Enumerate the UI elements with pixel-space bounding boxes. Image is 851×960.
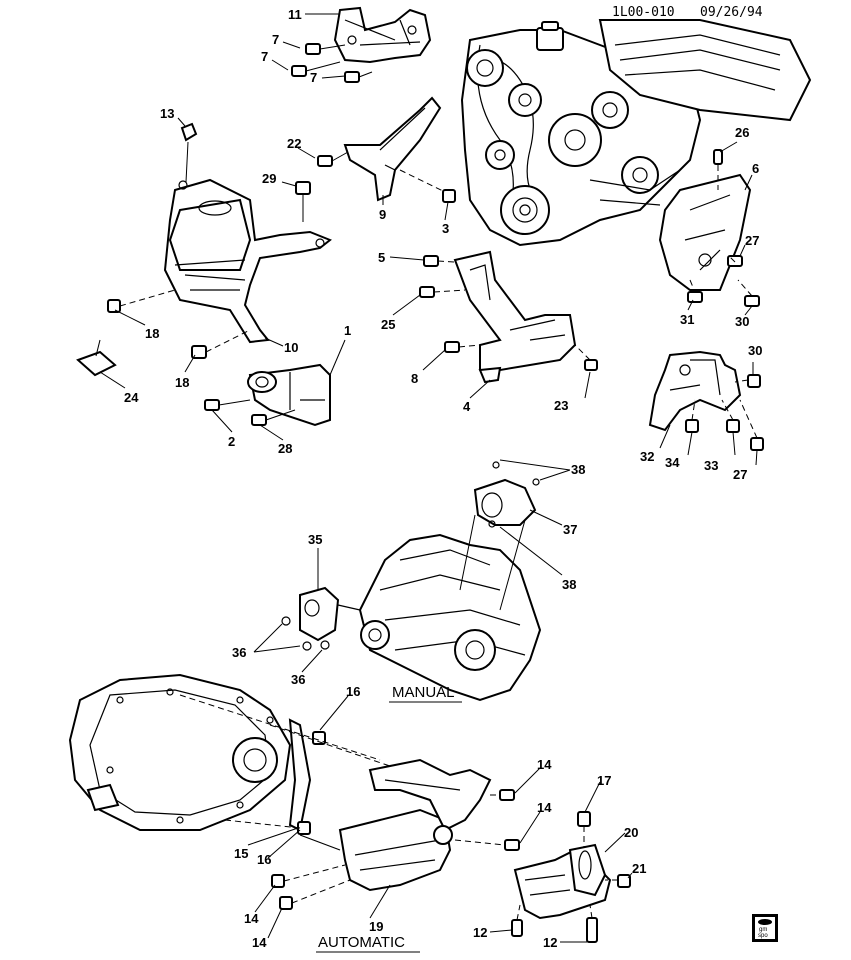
manual-transaxle-drawing — [281, 461, 542, 702]
callout-31: 31 — [680, 312, 694, 327]
leader-lines — [99, 13, 758, 943]
callout-14: 14 — [244, 911, 259, 926]
callout-34: 34 — [665, 455, 680, 470]
callout-18: 18 — [145, 326, 159, 341]
diagram-date: 09/26/94 — [700, 5, 763, 20]
mount-20-drawing — [511, 811, 631, 943]
bracket-32-drawing — [648, 350, 764, 451]
callout-25: 25 — [381, 317, 395, 332]
bracket-4-drawing — [419, 250, 598, 384]
callout-18: 18 — [175, 375, 189, 390]
callout-35: 35 — [308, 532, 322, 547]
callout-8: 8 — [411, 371, 418, 386]
callout-33: 33 — [704, 458, 718, 473]
callout-16: 16 — [346, 684, 360, 699]
callout-36: 36 — [291, 672, 305, 687]
logo-text-top: gm — [759, 927, 767, 933]
callout-13: 13 — [160, 106, 174, 121]
callout-27: 27 — [745, 233, 759, 248]
callout-26: 26 — [735, 125, 749, 140]
callout-14: 14 — [537, 800, 552, 815]
callout-1: 1 — [344, 323, 351, 338]
callout-10: 10 — [284, 340, 298, 355]
automatic-caption: AUTOMATIC — [318, 934, 405, 951]
bracket-9-drawing — [317, 96, 456, 203]
callout-28: 28 — [278, 441, 292, 456]
callout-17: 17 — [597, 773, 611, 788]
callout-38: 38 — [562, 577, 576, 592]
callout-38: 38 — [571, 462, 585, 477]
callout-36: 36 — [232, 645, 246, 660]
callout-9: 9 — [379, 207, 386, 222]
bracket-11-drawing — [291, 6, 432, 83]
callout-22: 22 — [287, 136, 301, 151]
callout-23: 23 — [554, 398, 568, 413]
callout-37: 37 — [563, 522, 577, 537]
callout-14: 14 — [537, 757, 552, 772]
bracket-6-drawing — [658, 149, 760, 307]
callout-16: 16 — [257, 852, 271, 867]
callout-19: 19 — [369, 919, 383, 934]
callout-11: 11 — [288, 7, 302, 22]
callout-5: 5 — [378, 250, 385, 265]
diagram-code: 1L00-010 — [612, 5, 675, 20]
callout-12: 12 — [543, 935, 557, 950]
crossmember-19-drawing — [271, 758, 520, 910]
callout-3: 3 — [442, 221, 449, 236]
engine-accessory-drive-drawing — [460, 19, 812, 247]
callout-29: 29 — [262, 171, 276, 186]
callout-14: 14 — [252, 935, 267, 950]
callout-7: 7 — [310, 70, 317, 85]
callout-12: 12 — [473, 925, 487, 940]
callout-24: 24 — [124, 390, 139, 405]
logo-text-bottom: spo — [758, 933, 768, 939]
callout-32: 32 — [640, 449, 654, 464]
callout-15: 15 — [234, 846, 248, 861]
callout-labels: 11 7 7 7 13 22 29 9 3 26 6 27 5 18 25 31… — [124, 7, 762, 950]
manual-caption: MANUAL — [392, 684, 455, 701]
mount-10-drawing — [76, 122, 332, 377]
callout-27: 27 — [733, 467, 747, 482]
callout-21: 21 — [632, 861, 646, 876]
callout-7: 7 — [261, 49, 268, 64]
callout-30: 30 — [748, 343, 762, 358]
callout-7: 7 — [272, 32, 279, 47]
automatic-transaxle-drawing — [68, 673, 461, 835]
gm-spo-logo: gm spo — [752, 914, 778, 942]
callout-4: 4 — [463, 399, 471, 414]
callout-30: 30 — [735, 314, 749, 329]
callout-2: 2 — [228, 434, 235, 449]
callout-20: 20 — [624, 825, 638, 840]
mount-1-drawing — [204, 363, 331, 427]
callout-6: 6 — [752, 161, 759, 176]
